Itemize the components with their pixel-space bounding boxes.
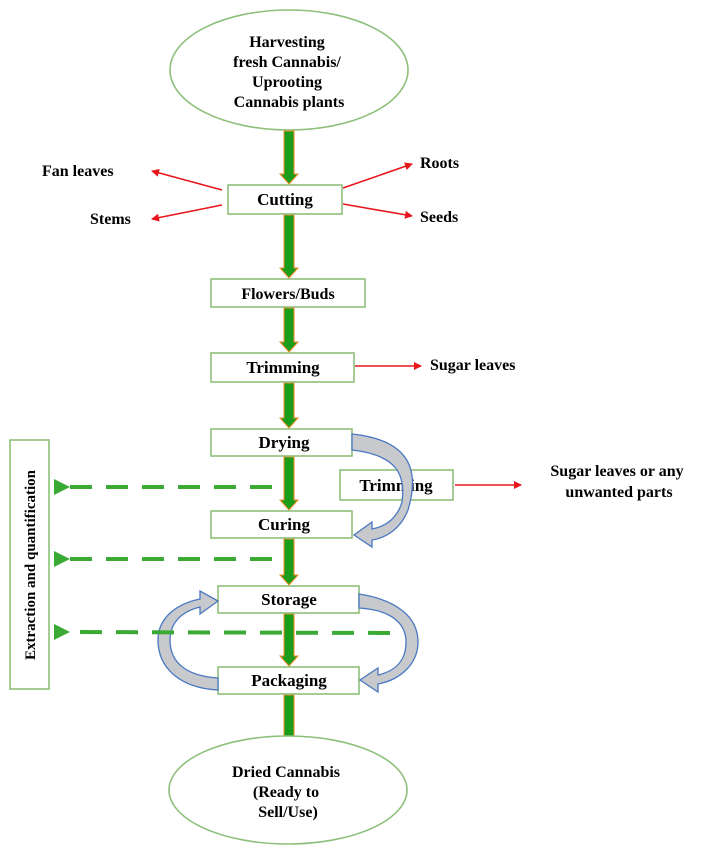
packaging-label: Packaging (251, 671, 327, 690)
curing-label: Curing (258, 515, 310, 534)
start-line-1: Harvesting (249, 34, 325, 51)
side-trimming-box (339, 469, 454, 501)
step-drying: Drying (210, 428, 353, 457)
start-line-4: Cannabis plants (234, 94, 345, 111)
arrow-flowers-to-trimming (278, 307, 300, 353)
byproduct-labels: Fan leaves Stems Roots Seeds Sugar leave… (42, 155, 687, 501)
end-node: Dried Cannabis (Ready to Sell/Use) (168, 735, 408, 845)
flowers-box (210, 278, 366, 308)
curved-arrows (157, 433, 419, 694)
extraction-label: Extraction and quantification (23, 469, 39, 660)
sugar-leaves-label: Sugar leaves (430, 357, 515, 374)
step-flowers: Flowers/Buds (210, 278, 366, 308)
cutting-label: Cutting (257, 190, 313, 209)
start-line-2: fresh Cannabis/ (233, 54, 341, 71)
drying-label: Drying (259, 433, 311, 452)
curved-arrow-packaging-storage (157, 589, 220, 691)
side-trimming-label: Trimming (359, 476, 433, 495)
arrow-storage-to-packaging (278, 613, 300, 667)
arrow-curing-to-storage (278, 538, 300, 586)
extraction-sidebar: Extraction and quantification (9, 439, 50, 690)
start-line-3: Uprooting (252, 74, 322, 91)
step-side-trimming: Trimming (339, 469, 454, 501)
arrow-to-fan-leaves (151, 168, 223, 191)
seeds-label: Seeds (420, 209, 458, 226)
step-storage: Storage (217, 585, 360, 614)
arrow-trimming-to-drying (278, 382, 300, 429)
dashed-arrow-storage (53, 623, 391, 640)
step-curing: Curing (210, 510, 353, 539)
flowers-label: Flowers/Buds (241, 286, 334, 303)
main-flow-arrows (278, 130, 300, 755)
arrow-drying-to-curing (278, 456, 300, 511)
end-line-2: (Ready to (253, 784, 319, 801)
step-packaging: Packaging (217, 666, 360, 695)
cutting-box (227, 184, 343, 215)
end-line-1: Dried Cannabis (232, 764, 340, 781)
step-cutting: Cutting (227, 184, 343, 215)
curing-box (210, 510, 353, 539)
arrow-cutting-to-flowers (278, 214, 300, 279)
end-text: Dried Cannabis (Ready to Sell/Use) (232, 764, 344, 821)
arrow-start-to-cutting (278, 130, 300, 185)
storage-label: Storage (261, 590, 317, 609)
byproduct-arrows (151, 162, 522, 489)
stems-label: Stems (90, 211, 131, 228)
arrow-to-roots (342, 162, 413, 189)
trimming-box (210, 352, 355, 383)
curved-arrow-drying-curing (351, 433, 414, 549)
trimming-label: Trimming (246, 358, 320, 377)
end-line-3: Sell/Use) (258, 804, 318, 821)
arrow-to-stems (151, 204, 223, 222)
unwanted-line-2: unwanted parts (565, 484, 672, 501)
fan-leaves-label: Fan leaves (42, 163, 114, 180)
step-trimming: Trimming (210, 352, 355, 383)
unwanted-parts-label: Sugar leaves or any unwanted parts (550, 463, 687, 501)
extraction-arrows (53, 479, 391, 640)
extraction-box (9, 439, 50, 690)
start-node: Harvesting fresh Cannabis/ Uprooting Can… (169, 9, 409, 131)
start-text: Harvesting fresh Cannabis/ Uprooting Can… (233, 34, 345, 111)
start-oval (169, 9, 409, 131)
arrow-to-seeds (342, 203, 413, 219)
curved-arrow-storage-packaging (358, 593, 419, 694)
unwanted-line-1: Sugar leaves or any (550, 463, 683, 480)
end-oval (168, 735, 408, 845)
roots-label: Roots (420, 155, 459, 172)
